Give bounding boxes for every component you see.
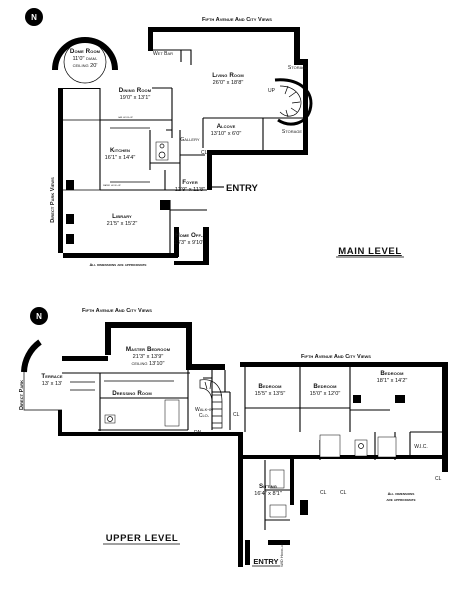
wet-bar-label: Wet Bar [153, 51, 173, 57]
water-hookup-label: water hook-up [103, 183, 121, 187]
main-interior-walls [63, 49, 303, 253]
upper-side-label: Direct Park [19, 380, 25, 410]
dome-room-name: Dome Room [70, 48, 101, 55]
upper-staircase [199, 379, 223, 429]
dining-room-name: Dining Room [119, 87, 152, 94]
alcove-name: Alcove [217, 123, 236, 130]
upper-street-label-2: Fifth Avenue And City Views [301, 354, 371, 360]
sitting-room-name: Sitting [259, 483, 277, 490]
alcove-dims: 13'10" x 6'0" [211, 131, 242, 137]
sitting-room-dims: 16'4" x 8'1" [254, 491, 282, 497]
compass-icon-upper: N [30, 307, 48, 325]
master-bedroom-dims: 21'3" x 13'9" [133, 354, 164, 360]
upper-closet-label-3: CL [320, 490, 327, 496]
dome-room-ceiling: ceiling 20' [73, 63, 98, 69]
wd-hookup-label: W/D Hook-up [279, 543, 284, 567]
main-side-label: Direct Park Views [50, 177, 56, 223]
home-office-dims: 13'3" x 9'10" [174, 240, 205, 246]
upper-entry-label: ENTRY [253, 557, 278, 566]
master-bedroom-ceiling: ceiling 13'10" [131, 361, 164, 367]
stair-up-label: UP [268, 88, 276, 94]
gas-hookup-label: gas hook-up [118, 115, 134, 119]
terrace-dims: 13' x 13' [42, 381, 63, 387]
terrace-name: Terrace [41, 373, 63, 380]
main-level-plan: N Fifth Avenue And City Views D [25, 8, 404, 267]
dining-room-dims: 19'0" x 13'1" [120, 95, 151, 101]
bedroom-1-name: Bedroom [258, 383, 282, 390]
main-street-label: Fifth Avenue And City Views [202, 17, 272, 23]
upper-level-plan: N Fifth Avenue And City Views Fifth Aven… [19, 307, 448, 567]
bedroom-2-name: Bedroom [313, 383, 337, 390]
walkin-label-2: Clo. [199, 413, 209, 419]
master-bedroom-name: Master Bedroom [126, 346, 171, 353]
upper-closet-label-2: CL [435, 476, 442, 482]
main-level-title: MAIN LEVEL [338, 246, 402, 257]
main-entry-label: ENTRY [226, 183, 259, 194]
library-name: Library [112, 213, 132, 220]
main-dimensions-note: All dimensions are approximate [89, 262, 146, 267]
upper-closet-label-1: CL [233, 412, 240, 418]
bedroom-1-dims: 15'5" x 13'5" [255, 391, 286, 397]
upper-level-title: UPPER LEVEL [106, 533, 179, 544]
storage-top-label: Storage [288, 65, 308, 71]
foyer-name: Foyer [182, 179, 198, 186]
foyer-dims: 12'9" x 11'8" [175, 187, 205, 193]
dome-room [52, 25, 118, 88]
compass-icon: N [25, 8, 43, 26]
compass-letter-upper: N [36, 312, 42, 321]
main-closet-label: CL [201, 150, 208, 156]
kitchen-dims: 16'1" x 14'4" [105, 155, 136, 161]
living-room-name: Living Room [212, 72, 244, 79]
kitchen-name: Kitchen [110, 147, 130, 154]
upper-closet-label-4: CL [340, 490, 347, 496]
upper-note-2: are approximate [386, 497, 415, 502]
upper-street-label: Fifth Avenue And City Views [82, 308, 152, 314]
bedroom-3-name: Bedroom [380, 370, 404, 377]
bedroom-3-dims: 18'1" x 14'2" [377, 378, 408, 384]
compass-letter: N [31, 13, 37, 22]
wic-label: W.I.C. [414, 444, 428, 450]
living-room-dims: 26'0" x 18'8" [213, 80, 244, 86]
library-dims: 21'5" x 15'2" [107, 221, 138, 227]
dome-room-dims: 11'0" diam. [72, 56, 98, 62]
upper-fixtures [104, 399, 397, 518]
stair-dn-label: DN [194, 430, 202, 436]
storage-low-label: Storage [282, 129, 302, 135]
terrace [21, 338, 62, 411]
bedroom-2-dims: 15'0" x 12'0" [310, 391, 341, 397]
dressing-room-label: Dressing Room [112, 390, 152, 397]
upper-note-1: All dimensions [388, 491, 415, 496]
walkin-label-1: Walk-in [195, 407, 213, 413]
home-office-name: Home Off. [175, 232, 203, 239]
spiral-stair [274, 78, 313, 126]
gallery-label: Gallery [180, 137, 199, 143]
